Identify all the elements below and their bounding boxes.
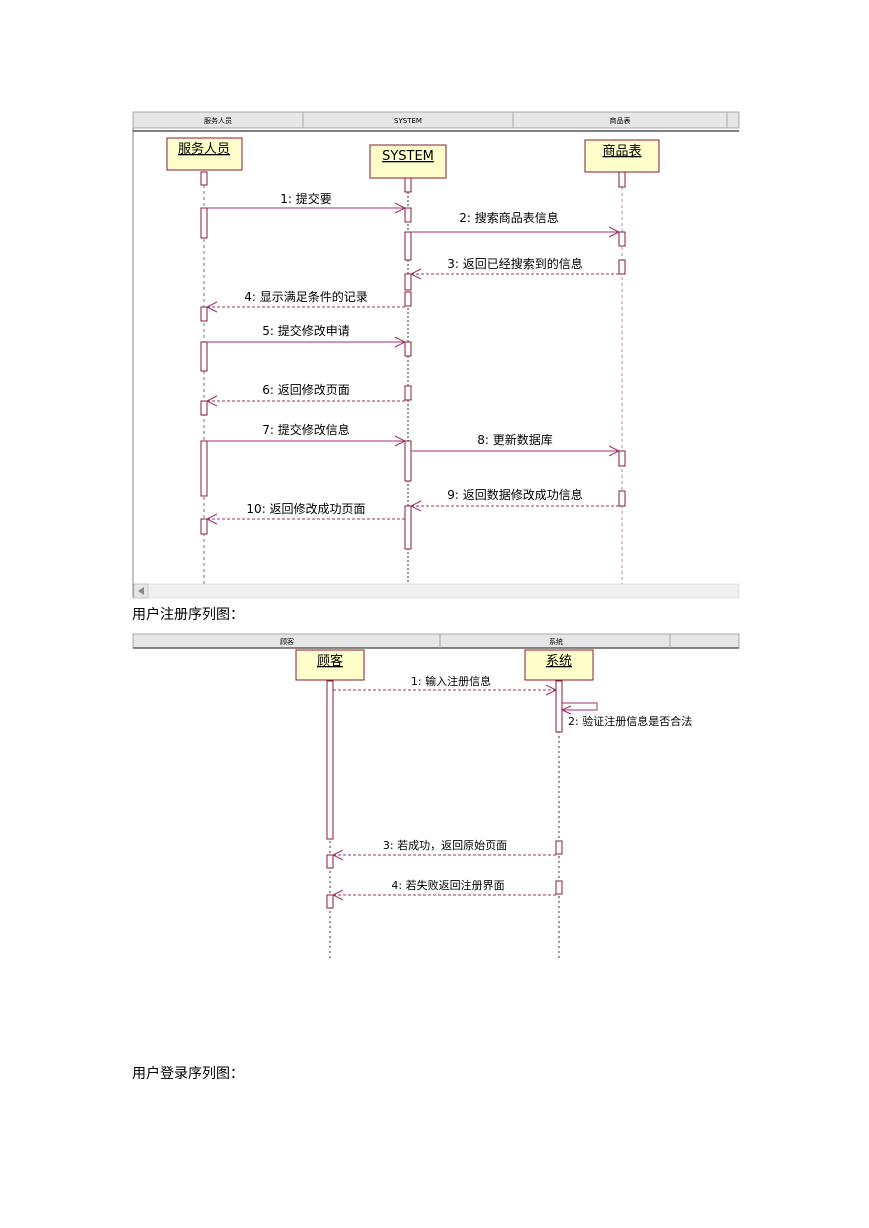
diagram2-object-customer: 顾客 (295, 649, 365, 681)
svg-text:1: 输入注册信息: 1: 输入注册信息 (411, 674, 491, 688)
svg-text:4: 若失败返回注册界面: 4: 若失败返回注册界面 (391, 878, 504, 892)
caption-register-sequence: 用户注册序列图： (132, 607, 244, 623)
svg-text:1: 提交要: 1: 提交要 (280, 191, 332, 206)
diagram2-message-2: 2: 验证注册信息是否合法 (560, 702, 692, 728)
diagram1-message-6: 6: 返回修改页面 (205, 382, 405, 407)
diagram2-object-system: 系统 (524, 649, 594, 681)
svg-text:3: 若成功，返回原始页面: 3: 若成功，返回原始页面 (383, 838, 507, 852)
svg-text:5: 提交修改申请: 5: 提交修改申请 (262, 323, 350, 338)
diagram1-header-col-2: SYSTEM (394, 117, 422, 125)
diagram1-message-4: 4: 显示满足条件的记录 (205, 289, 405, 313)
diagram2-header-bar (132, 633, 740, 649)
chevron-left-icon (138, 587, 144, 595)
caption-login-sequence: 用户登录序列图： (132, 1066, 244, 1082)
diagram1-message-7: 7: 提交修改信息 (207, 422, 407, 447)
diagram1-message-10: 10: 返回修改成功页面 (205, 501, 405, 525)
diagram2-header-col-2: 系统 (549, 637, 563, 646)
diagram1-object-product-table: 商品表 (584, 139, 660, 173)
svg-text:2: 验证注册信息是否合法: 2: 验证注册信息是否合法 (568, 714, 692, 728)
svg-text:2: 搜索商品表信息: 2: 搜索商品表信息 (459, 210, 559, 225)
diagram1-message-1: 1: 提交要 (207, 191, 407, 214)
diagram1-message-5: 5: 提交修改申请 (207, 323, 407, 348)
svg-text:8: 更新数据库: 8: 更新数据库 (477, 432, 553, 447)
diagram1-message-8: 8: 更新数据库 (411, 432, 621, 457)
diagram1-header-bar (132, 111, 740, 129)
svg-text:10: 返回修改成功页面: 10: 返回修改成功页面 (246, 501, 365, 516)
diagram1-activation-bars (200, 171, 626, 550)
svg-text:4: 显示满足条件的记录: 4: 显示满足条件的记录 (244, 289, 368, 304)
svg-text:顾客: 顾客 (317, 653, 343, 669)
diagram1-message-3: 3: 返回已经搜索到的信息 (409, 256, 619, 280)
svg-text:9: 返回数据修改成功信息: 9: 返回数据修改成功信息 (447, 487, 583, 502)
svg-text:7: 提交修改信息: 7: 提交修改信息 (262, 422, 350, 437)
diagram2-message-4: 4: 若失败返回注册界面 (331, 878, 556, 901)
svg-text:服务人员: 服务人员 (178, 141, 230, 157)
diagram1-message-2: 2: 搜索商品表信息 (411, 210, 621, 238)
diagram2-message-3: 3: 若成功，返回原始页面 (331, 838, 556, 861)
diagram2-activation-bars (326, 680, 563, 909)
diagram2-message-1: 1: 输入注册信息 (333, 674, 558, 696)
diagram1-message-9: 9: 返回数据修改成功信息 (409, 487, 619, 512)
diagram1-object-service-staff: 服务人员 (166, 137, 243, 171)
svg-text:6: 返回修改页面: 6: 返回修改页面 (262, 382, 350, 397)
svg-text:系统: 系统 (546, 654, 572, 669)
svg-text:3: 返回已经搜索到的信息: 3: 返回已经搜索到的信息 (447, 256, 583, 271)
diagram2-header-col-1: 顾客 (280, 637, 294, 646)
diagram1-header-col-1: 服务人员 (204, 116, 232, 125)
svg-text:SYSTEM: SYSTEM (382, 149, 434, 164)
diagram1-header-col-3: 商品表 (610, 116, 631, 125)
svg-text:商品表: 商品表 (602, 144, 641, 159)
